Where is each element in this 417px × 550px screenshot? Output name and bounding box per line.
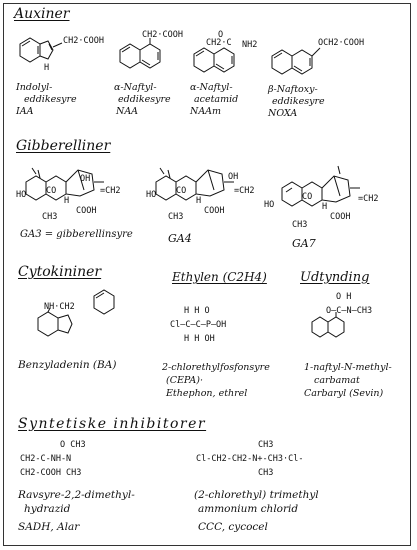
sadh-name-line3: SADH, Alar	[18, 521, 80, 533]
ga4-ho: HO	[146, 190, 157, 200]
sadh-formula-line2: CH2-C-NH-N	[20, 454, 72, 464]
ethephon-formula-top: H H O	[184, 306, 210, 316]
naam-abbr: NAAm	[190, 106, 222, 117]
naa-group: CH2·COOH	[142, 30, 183, 40]
heading-syntetiske-inhibitorer: Syntetiske inhibitorer	[18, 416, 207, 432]
ccc-formula-line3: CH3	[258, 468, 274, 478]
ba-name: Benzyladenin (BA)	[18, 359, 117, 371]
iaa-abbr: IAA	[16, 106, 34, 117]
naam-nh2: NH2	[242, 40, 258, 50]
ccc-name-line1: (2-chlorethyl) trimethyl	[194, 489, 319, 501]
indole-structure	[19, 37, 63, 63]
ccc-formula-line1: CH3	[258, 440, 274, 450]
ga7-cooh: COOH	[330, 212, 351, 222]
heading-gibberelliner: Gibberelliner	[16, 138, 111, 154]
ethephon-name-line3: Ethephon, ethrel	[166, 388, 248, 399]
naam-name-line1: α-Naftyl-	[190, 82, 233, 93]
naphthalene-structure-noxa	[271, 47, 321, 75]
naphthalene-structure-naa	[119, 38, 161, 69]
iaa-name-line1: Indolyl-	[16, 82, 53, 93]
ga3-structure	[25, 167, 104, 201]
ga4-label: GA4	[168, 232, 192, 245]
sadh-name-line1: Ravsyre-2,2-dimethyl-	[18, 489, 135, 501]
ga3-h: H	[64, 196, 70, 206]
ga4-ch3: CH3	[168, 212, 184, 222]
sadh-formula-line1: O CH3	[60, 440, 86, 450]
ccc-formula-line2: Cl-CH2-CH2-N+-CH3·Cl-	[196, 454, 304, 464]
ga3-oh: OH	[80, 174, 91, 184]
naphthalene-structure-naam	[193, 47, 235, 73]
naa-name-line1: α-Naftyl-	[114, 82, 157, 93]
carbaryl-name-line2: carbamat	[314, 375, 360, 386]
ga3-ch3: CH3	[42, 212, 58, 222]
ga7-label: GA7	[292, 237, 316, 250]
naam-name-line2: acetamid	[194, 94, 239, 105]
heading-ethylen: Ethylen (C2H4)	[172, 270, 267, 284]
page-border	[3, 3, 411, 546]
ga4-cooh: COOH	[204, 206, 225, 216]
ga3-ch2: =CH2	[100, 186, 121, 196]
ga3-label: GA3 = gibberellinsyre	[20, 229, 133, 240]
iaa-h-atom: H	[44, 63, 50, 73]
ethephon-formula-mid: Cl–C–C–P–OH	[170, 320, 227, 330]
naa-name-line2: eddikesyre	[118, 94, 171, 105]
ga4-ch2: =CH2	[234, 186, 255, 196]
carbaryl-formula-top: O H	[336, 292, 352, 302]
noxa-group: OCH2·COOH	[318, 38, 365, 48]
iaa-name-line2: eddikesyre	[24, 94, 77, 105]
ga7-h: H	[322, 202, 328, 212]
ga4-h: H	[196, 196, 202, 206]
ethephon-name-line1: 2-chlorethylfosfonsyre	[162, 362, 270, 373]
ga4-oh: OH	[228, 172, 239, 182]
heading-cytokininer: Cytokininer	[18, 264, 102, 280]
ccc-name-line3: CCC, cycocel	[198, 521, 268, 533]
heading-auxiner: Auxiner	[14, 6, 70, 22]
carbaryl-formula-mid: O–C–N–CH3	[326, 306, 373, 316]
naa-abbr: NAA	[116, 106, 139, 117]
ga7-ch3: CH3	[292, 220, 308, 230]
heading-udtynding: Udtynding	[300, 270, 370, 285]
ga3-ho: HO	[16, 190, 27, 200]
noxa-name-line2: eddikesyre	[272, 96, 325, 107]
ccc-name-line2: ammonium chlorid	[198, 503, 299, 515]
naam-oxygen: O	[218, 30, 224, 40]
ga3-cooh: COOH	[76, 206, 97, 216]
carbaryl-name-line1: 1-naftyl-N-methyl-	[304, 362, 392, 373]
naphthalene-structure-carbaryl	[311, 312, 345, 338]
ga7-co: CO	[302, 192, 313, 202]
ga4-structure	[155, 167, 234, 201]
ga4-co: CO	[176, 186, 187, 196]
ga7-structure	[281, 165, 360, 207]
sadh-formula-line3: CH2-COOH CH3	[20, 468, 82, 478]
carbaryl-name-line3: Carbaryl (Sevin)	[304, 388, 384, 399]
ga7-ch2: =CH2	[358, 194, 379, 204]
ethephon-formula-bot: H H OH	[184, 334, 215, 344]
sadh-name-line2: hydrazid	[24, 503, 71, 515]
ga3-co: CO	[46, 186, 57, 196]
iaa-group: CH2·COOH	[63, 36, 104, 46]
ethephon-name-line2: (CEPA)·	[166, 375, 204, 386]
noxa-name-line1: β-Naftoxy-	[268, 84, 318, 95]
benzyladenine-structure	[37, 289, 115, 337]
noxa-abbr: NOXA	[268, 108, 298, 119]
naam-group: CH2·C	[206, 38, 232, 48]
ga7-ho: HO	[264, 200, 275, 210]
ba-nh-group: NH·CH2	[44, 302, 75, 312]
